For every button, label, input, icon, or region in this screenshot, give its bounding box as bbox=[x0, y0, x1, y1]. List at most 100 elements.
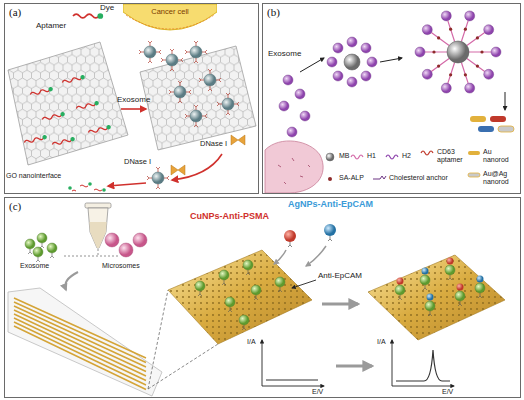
legend-sample bbox=[350, 152, 366, 162]
panel-frame: (b) bbox=[262, 3, 521, 194]
flow-arrow bbox=[505, 92, 506, 110]
annotation-label: GO nanointerface bbox=[6, 172, 61, 180]
exosome bbox=[422, 25, 432, 35]
aptamer-dye bbox=[88, 124, 112, 134]
axis bbox=[392, 342, 454, 386]
exosome bbox=[361, 71, 371, 81]
panel-label: (c) bbox=[9, 200, 21, 212]
sa-alp bbox=[476, 65, 479, 68]
axis-arrow bbox=[262, 340, 263, 342]
exosome bbox=[185, 105, 207, 127]
exosome bbox=[441, 11, 451, 21]
microsome bbox=[119, 243, 133, 257]
go-lattice bbox=[8, 42, 128, 165]
panel-label: (a) bbox=[9, 6, 21, 18]
released-dye bbox=[68, 186, 72, 190]
dnase-icon bbox=[171, 165, 185, 175]
dashed-line bbox=[64, 249, 120, 256]
antibody-layer bbox=[368, 255, 505, 340]
annotation-label: Exosome bbox=[20, 262, 49, 270]
exosome bbox=[475, 283, 485, 298]
flow-arrow bbox=[306, 246, 326, 266]
exosome bbox=[287, 127, 297, 137]
tube-lid bbox=[85, 203, 111, 208]
gold-electrode bbox=[368, 255, 505, 340]
signal-trace bbox=[396, 350, 450, 381]
flow-arrow bbox=[65, 272, 78, 290]
legend-entry: CD63 aptamer bbox=[420, 148, 467, 164]
tissue bbox=[265, 141, 323, 193]
axis-label: E/V bbox=[312, 388, 323, 396]
nanorod bbox=[478, 126, 494, 132]
exosome bbox=[395, 285, 405, 300]
exosome bbox=[465, 83, 475, 93]
exosome bbox=[484, 69, 494, 79]
legend-entry: Au nanorod bbox=[466, 148, 517, 164]
au-ag-nanorod bbox=[498, 126, 514, 132]
legend-sample-shape bbox=[328, 177, 332, 181]
legend-sample bbox=[466, 170, 482, 180]
axis-label: E/V bbox=[442, 388, 453, 396]
axis-arrow bbox=[392, 340, 393, 342]
sa-alp bbox=[464, 73, 467, 76]
flow-arrow bbox=[322, 303, 358, 306]
legend-text: Cholesterol anchor bbox=[389, 174, 448, 182]
cu-nanoparticle bbox=[457, 284, 464, 291]
signal-trace bbox=[266, 379, 318, 380]
exosome bbox=[455, 291, 465, 306]
aptamer-key bbox=[73, 13, 103, 19]
exosome bbox=[283, 75, 293, 85]
microsome bbox=[105, 233, 119, 247]
axis-label: I/A bbox=[377, 338, 386, 346]
pointer-arrow bbox=[292, 280, 316, 288]
exosome bbox=[279, 101, 289, 111]
antibody bbox=[288, 236, 332, 247]
lipid-bilayer bbox=[126, 15, 214, 29]
exosome bbox=[147, 167, 169, 189]
released-dye bbox=[88, 182, 92, 186]
exosome bbox=[347, 77, 357, 87]
legend-entry: Au@Ag nanorod bbox=[466, 170, 519, 186]
legend-sample-shape bbox=[386, 155, 398, 159]
axis-label: I/A bbox=[247, 338, 256, 346]
exosome bbox=[139, 41, 161, 63]
exosome bbox=[219, 270, 229, 285]
electrode-strip bbox=[14, 298, 146, 390]
cu-nanoparticle bbox=[397, 278, 404, 285]
dnase-icon bbox=[231, 135, 245, 145]
released-dye bbox=[102, 188, 106, 192]
legend-sample bbox=[385, 152, 401, 162]
nanorod bbox=[490, 116, 506, 122]
exosome bbox=[161, 49, 183, 71]
dna-fragment bbox=[72, 185, 102, 191]
flow-arrow bbox=[172, 154, 222, 180]
aptamer-dye bbox=[42, 111, 66, 121]
sa-alp bbox=[437, 65, 440, 68]
legend-sample bbox=[372, 174, 388, 184]
electrode-array bbox=[8, 288, 162, 396]
exosome bbox=[333, 71, 343, 81]
sa-alp bbox=[432, 50, 435, 53]
gold-electrode bbox=[168, 250, 312, 344]
legend-entry: SA-ALP bbox=[322, 174, 364, 184]
legend-sample-shape bbox=[468, 173, 480, 177]
aptamer-dye bbox=[62, 74, 86, 84]
cell-label: Cancer cell bbox=[123, 8, 217, 16]
cu-nanoparticle bbox=[284, 230, 296, 242]
flow-arrow bbox=[121, 108, 146, 110]
annotation-label: DNase I bbox=[124, 158, 151, 166]
legend-sample bbox=[322, 152, 338, 162]
exosome bbox=[420, 275, 430, 290]
exosome bbox=[225, 297, 235, 312]
annotation-label: DNase I bbox=[200, 140, 227, 148]
flow-arrow bbox=[300, 58, 324, 72]
legend-sample-shape bbox=[351, 155, 363, 159]
sa-alp bbox=[437, 36, 440, 39]
au-nanorod bbox=[470, 116, 486, 122]
annotation-label: Exosome bbox=[268, 50, 301, 59]
exosome bbox=[239, 315, 249, 330]
exosome bbox=[415, 47, 425, 57]
legend-sample-shape bbox=[373, 176, 386, 179]
exosome bbox=[441, 83, 451, 93]
annotation-label: Aptamer bbox=[36, 22, 66, 31]
